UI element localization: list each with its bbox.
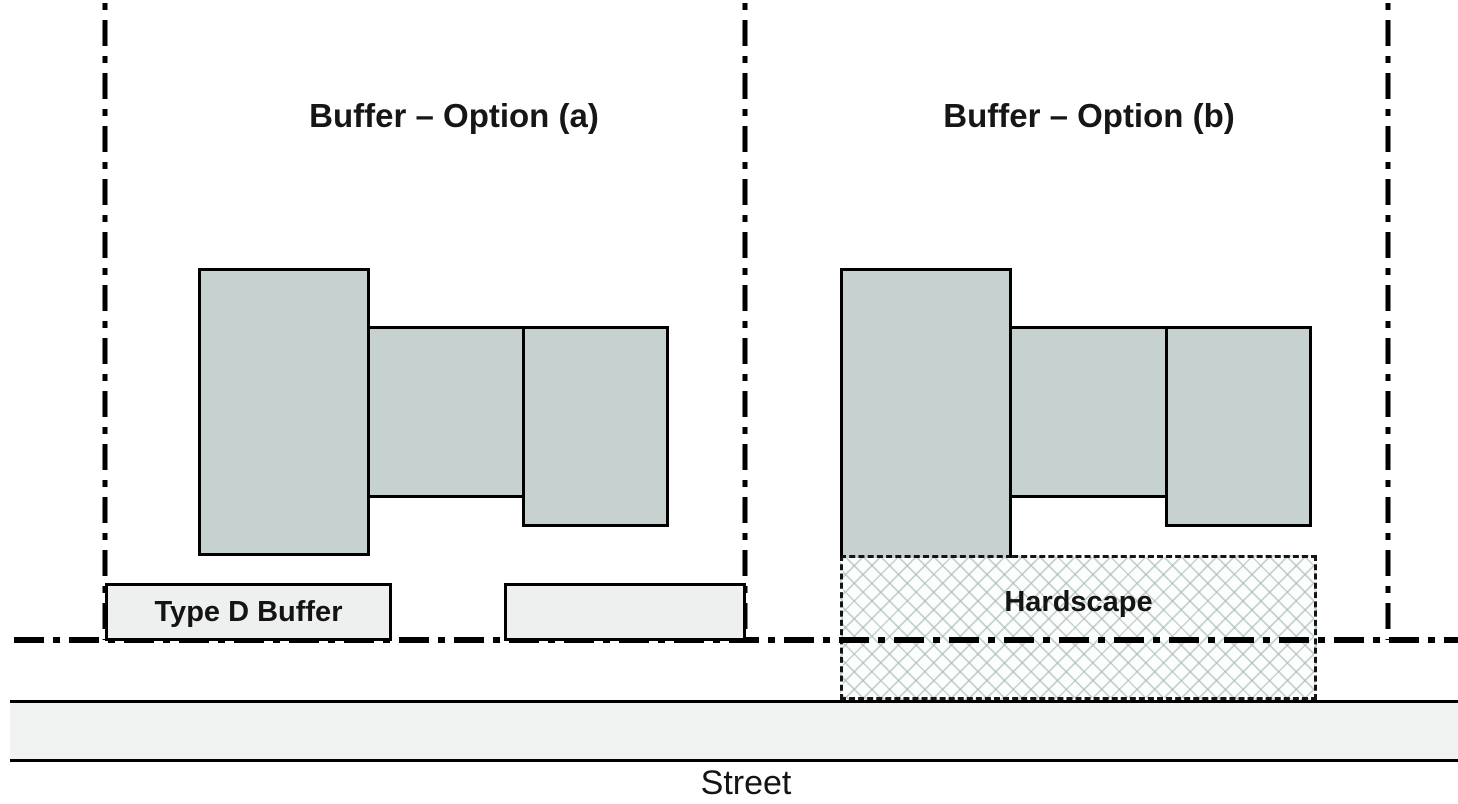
street-label: Street [700,764,792,802]
option-b-building-right [1165,326,1312,527]
hardscape-label: Hardscape [1004,586,1153,618]
option-a-title: Buffer – Option (a) [309,97,599,134]
street-band [10,700,1458,762]
option-a-building-tall [198,268,370,556]
option-b-title: Buffer – Option (b) [943,97,1235,134]
buffer-box-unlabeled [504,583,746,641]
option-a-building-right [522,326,669,527]
option-b-building-middle [1009,326,1168,498]
option-a-building-middle [367,326,525,498]
hardscape-area: Hardscape [840,555,1317,700]
type-d-buffer-label: Type D Buffer [154,595,343,628]
option-b-building-tall [840,268,1012,558]
type-d-buffer-box: Type D Buffer [105,583,392,641]
